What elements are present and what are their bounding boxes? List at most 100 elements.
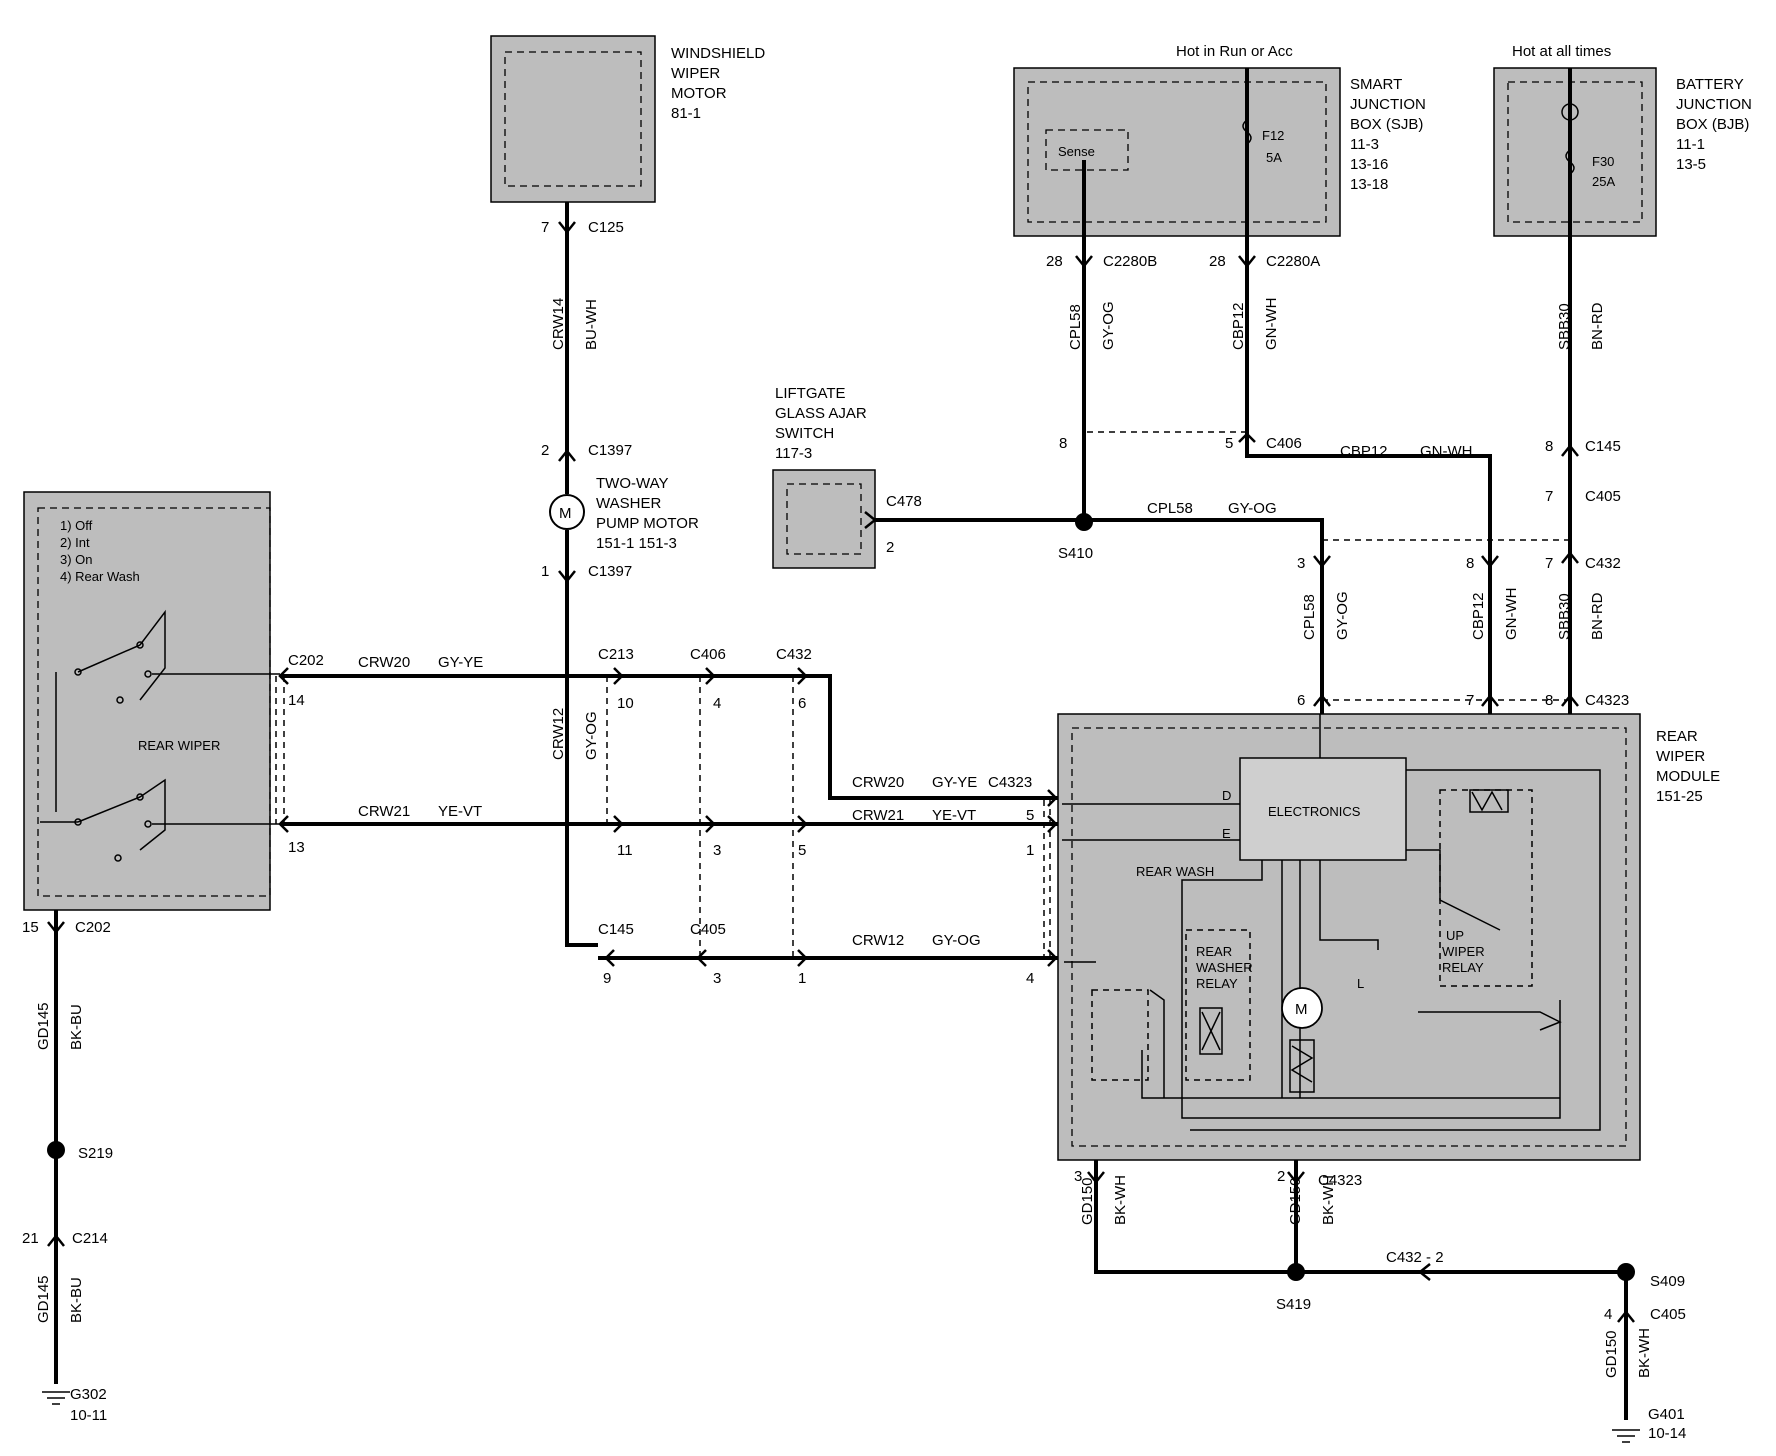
sense-label: Sense: [1058, 144, 1095, 159]
rear-wiper-label: REAR WIPER: [138, 738, 220, 753]
battery-junction-box: Hot at all times F30 25A BATTERY JUNCTIO…: [1493, 43, 1756, 237]
label-c406-mid: C406: [690, 646, 726, 663]
label-c405-bot: C405: [1650, 1306, 1686, 1323]
grounds: [42, 1391, 1640, 1443]
label-pin3-c405: 3: [713, 970, 721, 987]
label-pin3-c432: 3: [1297, 555, 1305, 572]
pin-d-label: D: [1222, 788, 1231, 803]
hot-all-times-label: Hot at all times: [1512, 43, 1611, 60]
label-cpl58-top: CPL58: [1067, 304, 1084, 350]
label-pin8-c4323: 8: [1545, 692, 1553, 709]
label-c405-top: C405: [1585, 488, 1621, 505]
label-c125: C125: [588, 219, 624, 236]
pin-l-label: L: [1357, 976, 1364, 991]
label-pin8-s410: 8: [1059, 435, 1067, 452]
label-gn-wh-top: GN-WH: [1263, 298, 1280, 351]
liftgate-switch-label: LIFTGATE GLASS AJAR SWITCH 117-3: [775, 385, 871, 462]
label-c145-top: C145: [1585, 438, 1621, 455]
fuse-f30-symbol: [1565, 149, 1575, 175]
label-c2280b-pin: 28: [1046, 253, 1063, 270]
washer-pump-label: TWO-WAY WASHER PUMP MOTOR 151-1 151-3: [596, 475, 703, 552]
rear-washer-relay-label: REAR WASHER RELAY: [1196, 944, 1256, 991]
label-pin3-gnd: 3: [1074, 1168, 1082, 1185]
label-bk-wh-c: BK-WH: [1636, 1328, 1653, 1378]
label-c405-bot-pin: 4: [1604, 1306, 1612, 1323]
label-c145-mid: C145: [598, 921, 634, 938]
label-c406-top: C406: [1266, 435, 1302, 452]
washer-pump-motor: M TWO-WAY WASHER PUMP MOTOR 151-1 151-3: [549, 475, 703, 552]
label-crw12-h: CRW12: [852, 932, 904, 949]
label-pin6-c4323: 6: [1297, 692, 1305, 709]
label-c213: C213: [598, 646, 634, 663]
label-c432-mid: C432: [776, 646, 812, 663]
label-s409: S409: [1650, 1273, 1685, 1290]
label-pin11: 11: [617, 842, 633, 859]
label-c202-top: C202: [288, 652, 324, 669]
label-g302-ref: 10-11: [70, 1407, 107, 1424]
label-c405-top-pin: 7: [1545, 488, 1553, 505]
label-gy-og-mid: GY-OG: [1334, 591, 1351, 640]
label-sbb30-mid: SBB30: [1556, 593, 1573, 640]
label-c202-bot: C202: [75, 919, 111, 936]
label-c432-top: C432: [1585, 555, 1621, 572]
label-gy-og-h: GY-OG: [1228, 500, 1277, 517]
ground-g401-symbol: [1612, 1429, 1640, 1443]
label-gy-ye-b: GY-YE: [932, 774, 977, 791]
label-c202-14: 14: [288, 692, 305, 709]
label-pin6-c432: 6: [798, 695, 806, 712]
label-c202-15: 15: [22, 919, 39, 936]
switch-positions: 1) Off 2) Int 3) On 4) Rear Wash: [60, 518, 140, 584]
pin-e-label: E: [1222, 826, 1231, 841]
fuses: [1242, 103, 1579, 175]
label-pin4-c4323: 4: [1026, 970, 1034, 987]
splice-s219: [47, 1141, 65, 1159]
label-gy-og-top: GY-OG: [1100, 301, 1117, 350]
label-pin4-c406: 4: [713, 695, 721, 712]
label-gy-og-v: GY-OG: [583, 711, 600, 760]
label-pin1-c432: 1: [798, 970, 806, 987]
label-sbb30-top: SBB30: [1556, 303, 1573, 350]
fuse-f30-label: F30: [1592, 154, 1614, 169]
label-pin13: 13: [288, 839, 305, 856]
label-crw20-a: CRW20: [358, 654, 410, 671]
label-bu-wh: BU-WH: [583, 299, 600, 350]
label-c4323-bot: C4323: [1318, 1172, 1362, 1189]
label-ye-vt-b: YE-VT: [932, 807, 976, 824]
label-bn-rd-top: BN-RD: [1589, 302, 1606, 350]
splices: [47, 513, 1635, 1281]
label-cbp12-h: CBP12: [1340, 443, 1388, 460]
label-g401: G401: [1648, 1406, 1685, 1423]
label-gd145-a: GD145: [35, 1002, 52, 1050]
label-c1397a: C1397: [588, 442, 632, 459]
label-gn-wh-h: GN-WH: [1420, 443, 1473, 460]
label-pin9: 9: [603, 970, 611, 987]
electronics-label: ELECTRONICS: [1268, 804, 1361, 819]
label-c2280b: C2280B: [1103, 253, 1157, 270]
hot-run-acc-label: Hot in Run or Acc: [1176, 43, 1293, 60]
label-bk-bu-a: BK-BU: [68, 1004, 85, 1050]
smart-junction-box: Sense Hot in Run or Acc F12 5A SMART JUN…: [1013, 43, 1426, 237]
label-cbp12-mid: CBP12: [1470, 592, 1487, 640]
label-gy-ye-a: GY-YE: [438, 654, 483, 671]
label-c1397b-pin: 1: [541, 563, 549, 580]
label-pin3-c406: 3: [713, 842, 721, 859]
label-cpl58-h: CPL58: [1147, 500, 1193, 517]
battery-junction-box-label: BATTERY JUNCTION BOX (BJB) 11-1 13-5: [1676, 76, 1756, 173]
fuse-f12-symbol: [1242, 119, 1252, 145]
multifunction-switch: 1) Off 2) Int 3) On 4) Rear Wash REAR WI…: [23, 491, 280, 911]
ground-g302-symbol: [42, 1391, 70, 1405]
label-c4323-top: C4323: [1585, 692, 1629, 709]
label-crw14: CRW14: [550, 298, 567, 350]
label-gd150-c: GD150: [1603, 1330, 1620, 1378]
label-gd150-b: GD150: [1287, 1177, 1304, 1225]
label-c2280a-pin: 28: [1209, 253, 1226, 270]
label-gy-og-h2: GY-OG: [932, 932, 981, 949]
label-pin8-c432: 8: [1466, 555, 1474, 572]
label-c214-pin: 21: [22, 1230, 39, 1247]
bjb-connector-symbol: [1561, 103, 1579, 121]
label-c1397b: C1397: [588, 563, 632, 580]
windshield-wiper-motor: WINDSHIELD WIPER MOTOR 81-1: [490, 35, 765, 203]
label-s410: S410: [1058, 545, 1093, 562]
label-ye-vt-a: YE-VT: [438, 803, 482, 820]
